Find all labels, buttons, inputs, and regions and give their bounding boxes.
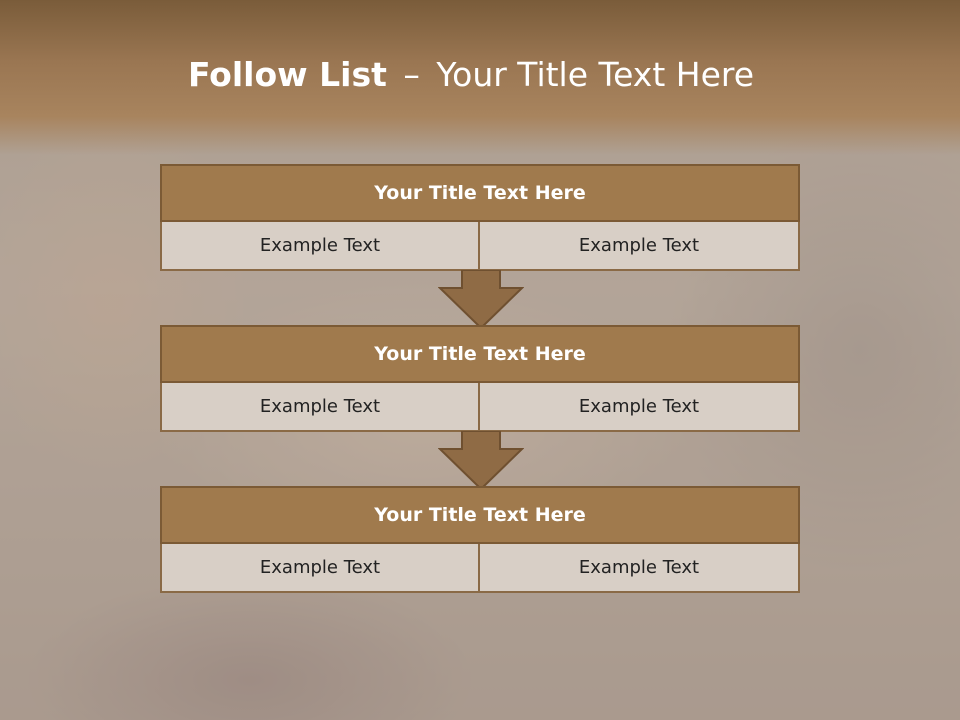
block-cell-left[interactable]: Example Text xyxy=(160,383,480,432)
down-arrow-icon xyxy=(438,270,524,330)
block-row: Example Text Example Text xyxy=(160,222,800,271)
title-separator: – xyxy=(403,55,420,94)
flow-block-1[interactable]: Your Title Text Here Example Text Exampl… xyxy=(160,164,800,271)
slide-title[interactable]: Follow List – Your Title Text Here xyxy=(0,52,942,98)
title-rest-part: Your Title Text Here xyxy=(436,55,755,94)
flow-block-2[interactable]: Your Title Text Here Example Text Exampl… xyxy=(160,325,800,432)
block-title[interactable]: Your Title Text Here xyxy=(160,164,800,222)
title-band xyxy=(0,0,960,155)
block-title[interactable]: Your Title Text Here xyxy=(160,486,800,544)
block-title[interactable]: Your Title Text Here xyxy=(160,325,800,383)
block-cell-right[interactable]: Example Text xyxy=(480,222,800,271)
block-row: Example Text Example Text xyxy=(160,544,800,593)
down-arrow-icon xyxy=(438,431,524,491)
block-cell-left[interactable]: Example Text xyxy=(160,222,480,271)
flow-block-3[interactable]: Your Title Text Here Example Text Exampl… xyxy=(160,486,800,593)
block-row: Example Text Example Text xyxy=(160,383,800,432)
block-cell-right[interactable]: Example Text xyxy=(480,383,800,432)
title-bold-part: Follow List xyxy=(187,55,387,94)
block-cell-right[interactable]: Example Text xyxy=(480,544,800,593)
block-cell-left[interactable]: Example Text xyxy=(160,544,480,593)
